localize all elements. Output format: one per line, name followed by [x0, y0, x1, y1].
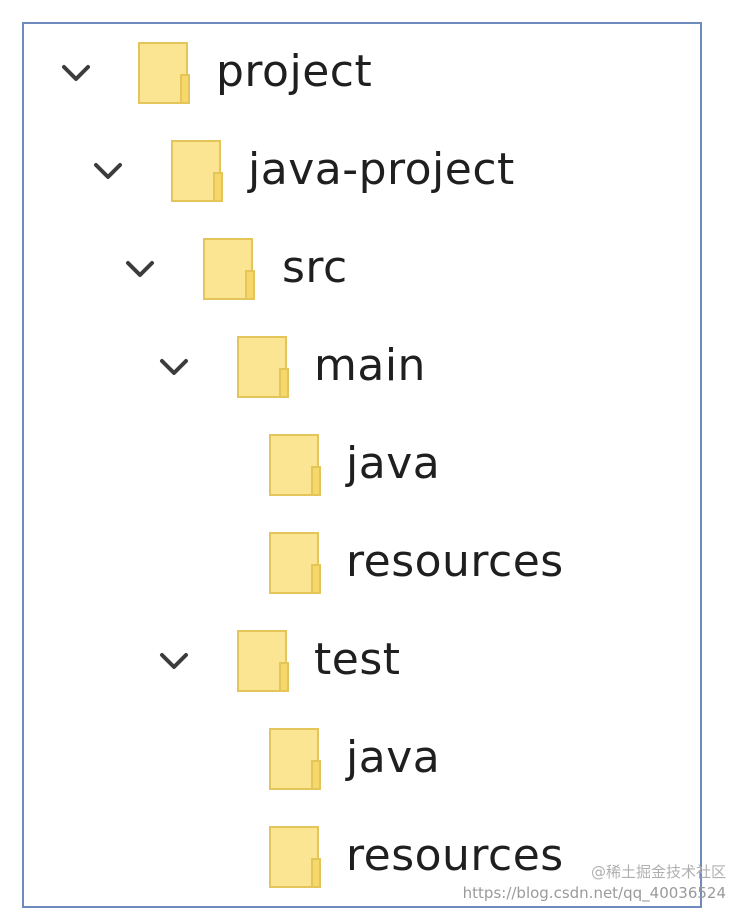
- folder-icon: [203, 238, 255, 300]
- tree-item-label: test: [314, 634, 401, 685]
- tree-item-label: main: [314, 340, 426, 391]
- folder-tree: project java-project src: [24, 24, 700, 906]
- chevron-down-icon[interactable]: [88, 151, 128, 191]
- tree-item-label: src: [282, 242, 348, 293]
- tree-item-label: project: [216, 46, 373, 97]
- tree-item-java-project[interactable]: java-project: [24, 122, 700, 220]
- tree-item-src[interactable]: src: [24, 220, 700, 318]
- chevron-down-icon[interactable]: [120, 249, 160, 289]
- watermark: @稀土掘金技术社区 https://blog.csdn.net/qq_40036…: [463, 861, 726, 902]
- chevron-down-icon[interactable]: [154, 641, 194, 681]
- folder-icon: [237, 336, 289, 398]
- watermark-url: https://blog.csdn.net/qq_40036524: [462, 884, 726, 902]
- tree-item-label: java: [346, 438, 441, 489]
- chevron-down-icon[interactable]: [154, 347, 194, 387]
- tree-item-label: java-project: [248, 144, 515, 195]
- folder-icon: [237, 630, 289, 692]
- folder-icon: [269, 826, 321, 888]
- folder-icon: [269, 434, 321, 496]
- watermark-brand: @稀土掘金技术社区: [590, 863, 726, 881]
- folder-icon: [171, 140, 223, 202]
- tree-item-test-java[interactable]: java: [24, 710, 700, 808]
- tree-item-project[interactable]: project: [24, 24, 700, 122]
- folder-icon: [269, 728, 321, 790]
- folder-icon: [138, 42, 190, 104]
- folder-icon: [269, 532, 321, 594]
- tree-item-label: resources: [346, 830, 564, 881]
- tree-item-main[interactable]: main: [24, 318, 700, 416]
- tree-item-main-java[interactable]: java: [24, 416, 700, 514]
- tree-item-main-resources[interactable]: resources: [24, 514, 700, 612]
- chevron-down-icon[interactable]: [56, 53, 96, 93]
- explorer-tree-panel: project java-project src: [22, 22, 702, 908]
- tree-item-test-resources[interactable]: resources: [24, 808, 700, 906]
- tree-item-label: java: [346, 732, 441, 783]
- tree-item-test[interactable]: test: [24, 612, 700, 710]
- tree-item-label: resources: [346, 536, 564, 587]
